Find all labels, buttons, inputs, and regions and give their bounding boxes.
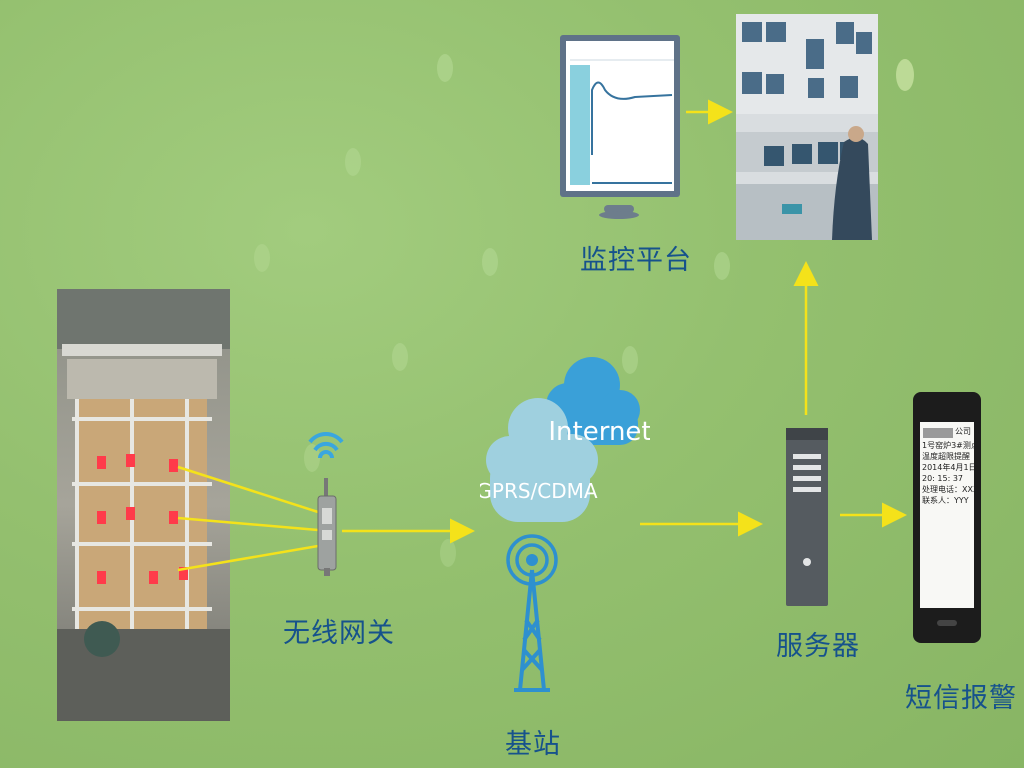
monitor-display <box>560 35 680 219</box>
server-label: 服务器 <box>776 631 860 662</box>
sms-line-6: 联系人：YYY <box>922 496 969 505</box>
sms-line-1: 1号窑炉3#测点 <box>922 441 974 450</box>
network-clouds: Internet GPRS/CDMA <box>480 357 650 522</box>
sms-line-3: 2014年4月1日 <box>922 463 974 472</box>
sms-line-2: 温度超限提醒 <box>922 452 970 461</box>
wifi-icon <box>308 432 344 444</box>
wireless-gateway-device <box>308 432 344 576</box>
kiln-photo <box>57 289 230 721</box>
sms-company-suffix: 公司 <box>955 427 971 436</box>
sensor-link-3 <box>177 544 319 572</box>
internet-cloud <box>546 357 640 445</box>
gprs-cloud-label: GPRS/CDMA <box>480 479 598 503</box>
sensor-dots <box>97 454 188 584</box>
internet-cloud-label: Internet <box>548 417 650 447</box>
server-tower <box>786 428 828 606</box>
home-button <box>937 620 957 626</box>
phone-device: 公司 1号窑炉3#测点 温度超限提醒 2014年4月1日 20: 15: 37 … <box>913 392 981 643</box>
sms-line-5: 处理电话：XXX <box>922 485 974 494</box>
sensor-link-2 <box>177 516 319 532</box>
sms-screen: 公司 1号窑炉3#测点 温度超限提醒 2014年4月1日 20: 15: 37 … <box>920 422 974 608</box>
redacted-company-name <box>923 428 953 438</box>
gprs-cdma-cloud <box>486 398 598 522</box>
monitoring-platform-label: 监控平台 <box>580 245 692 276</box>
base-station-label: 基站 <box>505 729 561 760</box>
base-station-tower <box>506 534 558 692</box>
control-room-photo <box>736 14 878 240</box>
sms-alarm-label: 短信报警 <box>905 683 1017 714</box>
sms-line-4: 20: 15: 37 <box>922 474 964 483</box>
gateway-label: 无线网关 <box>283 618 395 649</box>
sensor-link-1 <box>177 465 319 514</box>
